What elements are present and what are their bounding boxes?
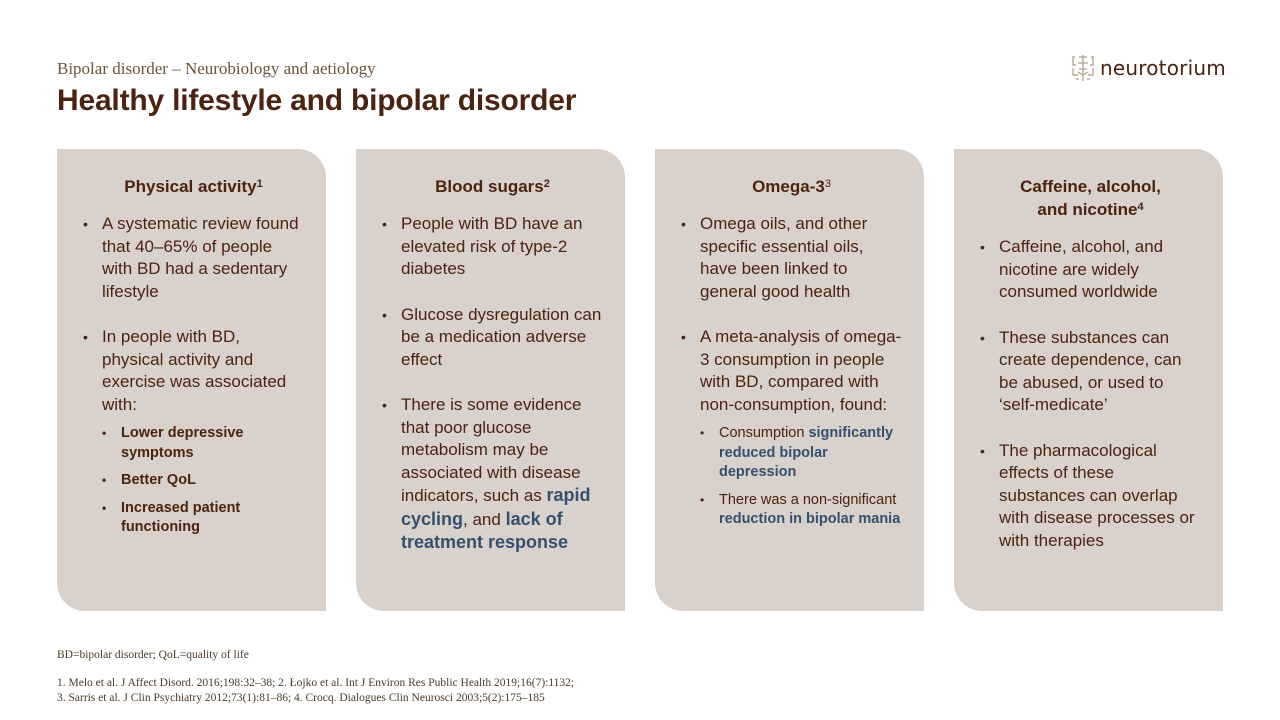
card-omega-3: Omega-33 Omega oils, and other specific … [655,149,924,611]
card-caffeine-alcohol-nicotine: Caffeine, alcohol,and nicotine4 Caffeine… [954,149,1223,611]
card-title: Blood sugars2 [435,177,550,196]
abbreviations-footnote: BD=bipolar disorder; QoL=quality of life [57,649,249,661]
card-blood-sugars: Blood sugars2 People with BD have an ele… [356,149,625,611]
card-physical-activity: Physical activity1 A systematic review f… [57,149,326,611]
page-title: Healthy lifestyle and bipolar disorder [57,84,577,117]
bullet: There is some evidence that poor glucose… [382,394,603,555]
sub-bullet: Lower depressive symptoms [102,424,304,463]
bullet: These substances can create dependence, … [980,327,1201,417]
card-title: Caffeine, alcohol,and nicotine4 [1020,177,1161,219]
bullet: The pharmacological effects of these sub… [980,440,1201,553]
bullet: People with BD have an elevated risk of … [382,213,603,281]
sub-bullet: Better QoL [102,471,304,491]
logo-text: neurotorium [1100,56,1226,80]
sub-bullet: There was a non-significant reduction in… [700,491,902,530]
bullet: Omega oils, and other specific essential… [681,213,902,303]
bullet: A meta-analysis of omega-3 consumption i… [681,326,902,530]
sub-bullet: Consumption significantly reduced bipola… [700,424,902,483]
sub-bullet: Increased patient functioning [102,499,304,538]
card-title: Physical activity1 [124,177,263,196]
bullet: Caffeine, alcohol, and nicotine are wide… [980,236,1201,304]
references-line-1: 1. Melo et al. J Affect Disord. 2016;198… [57,677,575,689]
brain-tree-icon [1070,53,1096,83]
bullet: Glucose dysregulation can be a medicatio… [382,304,603,372]
card-title: Omega-33 [752,177,831,196]
neurotorium-logo: neurotorium [1070,53,1226,83]
bullet: A systematic review found that 40–65% of… [83,213,304,303]
bullet: In people with BD, physical activity and… [83,326,304,538]
references-line-2: 3. Sarris et al. J Clin Psychiatry 2012;… [57,692,545,704]
section-subtitle: Bipolar disorder – Neurobiology and aeti… [57,59,376,78]
